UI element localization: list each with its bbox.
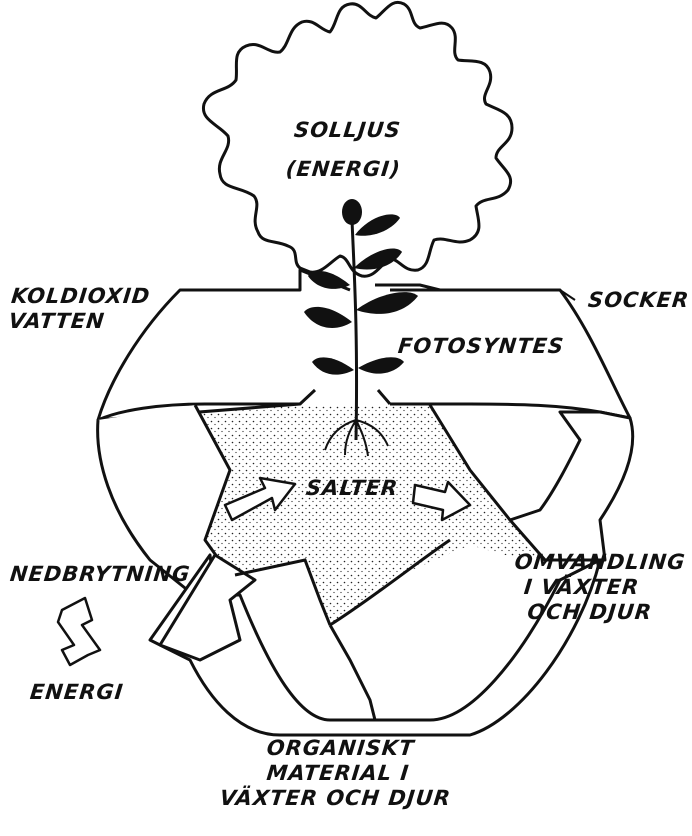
water-label: VATTEN: [7, 309, 149, 334]
organic-material-label: ORGANISKT MATERIAL I VÄXTER OCH DJUR: [184, 736, 492, 811]
photosynthesis-label: FOTOSYNTES: [397, 334, 566, 359]
sugar-label: SOCKER: [587, 288, 691, 313]
energy-arrow: [58, 598, 100, 665]
sun-label-line1: SOLLJUS: [289, 118, 406, 143]
co2-water-label: KOLDIOXID VATTEN: [7, 284, 151, 334]
co2-label: KOLDIOXID: [10, 284, 152, 309]
conversion-label: OMVANDLING I VÄXTER OCH DJUR: [508, 550, 687, 625]
sun-label-line2: (ENERGI): [285, 157, 402, 182]
sun-label: SOLLJUS (ENERGI): [285, 118, 406, 182]
salts-label: SALTER: [305, 476, 400, 501]
right-band: [510, 412, 633, 560]
decomposition-label: NEDBRYTNING: [9, 562, 192, 587]
energy-label: ENERGI: [29, 680, 125, 705]
top-arrow-inner: [300, 390, 390, 404]
